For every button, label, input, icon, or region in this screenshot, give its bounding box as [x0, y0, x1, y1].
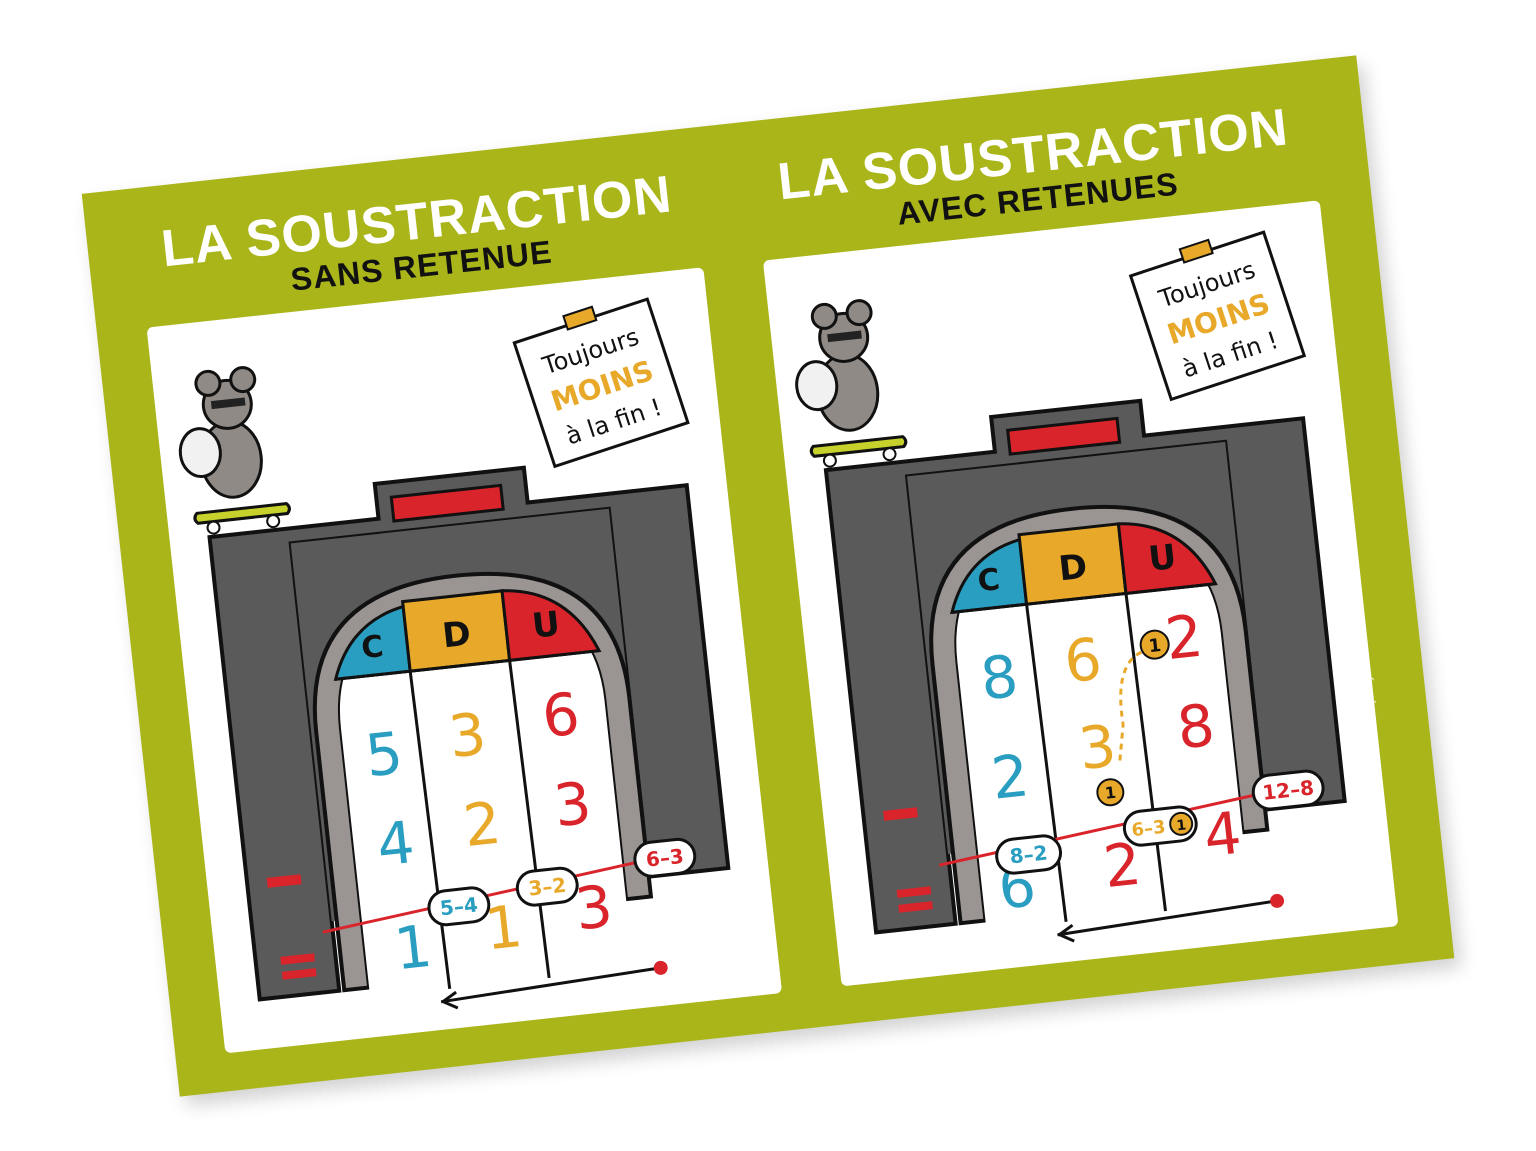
minus-sign	[883, 807, 918, 821]
col-label-d: D	[1057, 547, 1089, 590]
carry-one-token-icon: 1	[1096, 778, 1125, 807]
bubble-c-text: 8–2	[1008, 841, 1048, 869]
pinned-note-icon: Toujours MOINS à la fin !	[1128, 230, 1307, 402]
right-bottom-c: 2	[988, 741, 1032, 813]
left-result-u: 3	[572, 872, 616, 944]
left-arrow-icon	[440, 960, 668, 1010]
col-label-u: U	[1147, 537, 1179, 580]
header-line	[335, 649, 600, 681]
tunnel-body	[207, 465, 731, 1002]
left-bottom-u: 3	[551, 769, 595, 841]
equals-sign-bottom	[898, 901, 933, 913]
bubble-d: 3–2	[515, 866, 579, 907]
carry-bottom-text: 1	[1104, 783, 1117, 803]
left-panel: C D U 5 3 6 4 2 3 1 1 3 5–4	[146, 267, 783, 1054]
bubble-u-text: 12–8	[1261, 775, 1315, 804]
col-label-d: D	[440, 614, 472, 657]
col-label-c: C	[976, 562, 1002, 599]
left-bottom-c: 4	[374, 808, 418, 880]
bubble-d-text: 6–3	[1130, 817, 1166, 842]
right-panel: C D U 8 6 2 1 2 3 8 1	[762, 200, 1399, 987]
right-result-u: 4	[1201, 799, 1245, 871]
mouse-on-skateboard-icon	[795, 299, 908, 468]
column-line-1	[1025, 604, 1068, 923]
speech-bubble-icon	[1251, 769, 1325, 811]
bubble-d: 6–3 1	[1122, 805, 1198, 847]
right-bottom-u: 8	[1174, 691, 1218, 763]
right-top-d: 6	[1061, 625, 1105, 697]
right-top-u: 2	[1162, 602, 1206, 674]
poster-card: LA SOUSTRACTION SANS RETENUE LA SOUSTRAC…	[81, 55, 1455, 1097]
equals-sign-top	[280, 953, 315, 965]
red-sign	[1006, 416, 1122, 456]
minus-sign	[266, 874, 302, 888]
speech-bubble-icon	[427, 886, 491, 927]
carry-one-token-icon	[1169, 811, 1194, 836]
right-illustration: C D U 8 6 2 1 2 3 8 1	[795, 230, 1347, 943]
header-line	[951, 582, 1216, 614]
bubble-c: 5–4	[427, 886, 491, 927]
carry-top-text: 1	[1147, 635, 1162, 657]
carry-one-token-icon: 1	[1139, 629, 1170, 660]
left-illustration: C D U 5 3 6 4 2 3 1 1 3 5–4	[178, 297, 731, 1010]
left-bottom-d: 2	[460, 789, 504, 861]
left-top-u: 6	[539, 679, 583, 751]
col-label-c: C	[360, 629, 386, 666]
column-line-2	[508, 660, 551, 979]
red-sign	[389, 483, 505, 523]
left-result-c: 1	[391, 912, 435, 984]
equals-sign-bottom	[281, 968, 317, 980]
right-bottom-d: 3	[1075, 712, 1119, 784]
left-top-c: 5	[362, 719, 406, 791]
speech-bubble-icon	[995, 834, 1063, 875]
bubble-c: 8–2	[995, 834, 1063, 875]
column-line-2	[1124, 593, 1167, 912]
bubble-c-text: 5–4	[439, 892, 479, 920]
carry-path	[1117, 650, 1143, 766]
left-top-d: 3	[445, 700, 489, 772]
bubble-d-text: 3–2	[527, 873, 567, 901]
bubble-u: 6–3	[633, 837, 697, 878]
bubble-d-carry: 1	[1176, 817, 1187, 834]
bubble-u-text: 6–3	[645, 844, 685, 872]
speech-bubble-icon	[633, 837, 697, 878]
right-top-c: 8	[977, 642, 1021, 714]
col-label-u: U	[530, 604, 562, 647]
pinned-note-icon: Toujours MOINS à la fin !	[512, 297, 690, 469]
tunnel-body	[823, 398, 1347, 935]
bubble-u: 12–8	[1251, 769, 1325, 811]
speech-bubble-icon	[515, 866, 579, 907]
mouse-on-skateboard-icon	[178, 366, 291, 535]
column-line-1	[408, 671, 452, 989]
equals-sign-top	[896, 886, 932, 898]
left-arrow-icon	[1057, 893, 1285, 943]
result-line	[322, 852, 677, 934]
